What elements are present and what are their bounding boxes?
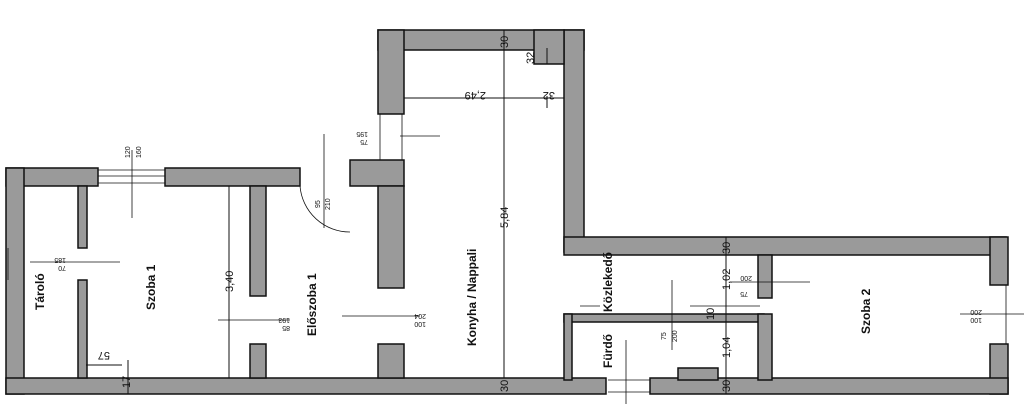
dim-32-a: 32 [525,52,537,64]
dim-340: 3,40 [224,271,236,292]
wall-konyha-left [377,29,405,115]
wall-partition-a [77,185,88,249]
window-taro-a: 70 [58,264,66,271]
dim-30-bottom-a: 30 [499,380,511,392]
dim-10: 10 [705,308,717,320]
wall-partition-e [349,159,405,187]
door-elo-a: 95 [315,200,322,208]
room-label-kozlekedo: Közlekedő [601,252,615,312]
wall-szoba1-top [164,167,301,187]
window-konyha-b: 195 [356,130,368,137]
dim-30-top: 30 [499,36,511,48]
dim-32-b: 32 [543,89,555,101]
windows [7,114,1007,393]
dim-104: 1,04 [721,337,733,358]
door-konyha-a: 100 [414,320,426,327]
wall-furdo-step [677,367,719,381]
door-furdo-b: 200 [672,330,679,342]
room-label-szoba1: Szoba 1 [144,264,158,310]
window-taro-b: 185 [54,256,66,263]
room-label-eloszoba1: Előszoba 1 [305,273,319,336]
wall-partition-b [77,279,88,379]
room-label-konyha: Konyha / Nappali [465,249,479,346]
wall-partition-g [377,343,405,379]
door-szoba1-a: 85 [282,324,290,331]
dimension-lines [86,30,727,394]
door-konyha-b: 204 [414,312,426,319]
wall-furdo-left [563,313,573,381]
window-label-a: 120 [125,146,132,158]
window-konyha-a: 75 [360,138,368,145]
wall-partition-d [249,343,267,379]
door-koz-b: 200 [740,274,752,281]
door-koz-a: 75 [740,290,748,297]
door-elo-b: 210 [325,198,332,210]
room-label-szoba2: Szoba 2 [859,288,873,334]
dim-249: 2,49 [465,89,486,101]
wall-partition-c [249,185,267,297]
wall-konyha-notch [533,29,565,65]
door-szoba2-b: 200 [970,308,982,315]
doors [30,134,1024,404]
wall-szoba2-left-a [757,254,773,299]
wall-szoba2-left-b [757,313,773,381]
window-label-b: 160 [136,146,143,158]
door-furdo-a: 75 [661,332,668,340]
room-label-furdo: Fürdő [601,334,615,368]
dim-30-mid: 30 [721,242,733,254]
wall-left [5,167,25,395]
dim-17: 17 [121,376,133,388]
dim-102: 1,02 [721,269,733,290]
wall-bottom [5,377,607,395]
dim-57: 57 [98,349,110,361]
wall-furdo-top [563,313,765,323]
wall-partition-f [377,185,405,289]
room-label-taroló: Tároló [33,273,47,310]
wall-right-a [989,236,1009,286]
wall-right-bottom [649,377,1009,395]
walls [5,29,1009,395]
wall-right-top [563,236,1007,256]
door-szoba1-b: 193 [278,316,290,323]
door-szoba2-a: 100 [970,316,982,323]
dim-584: 5,84 [499,207,511,228]
dim-30-bottom-b: 30 [721,380,733,392]
wall-konyha-right [563,29,585,253]
